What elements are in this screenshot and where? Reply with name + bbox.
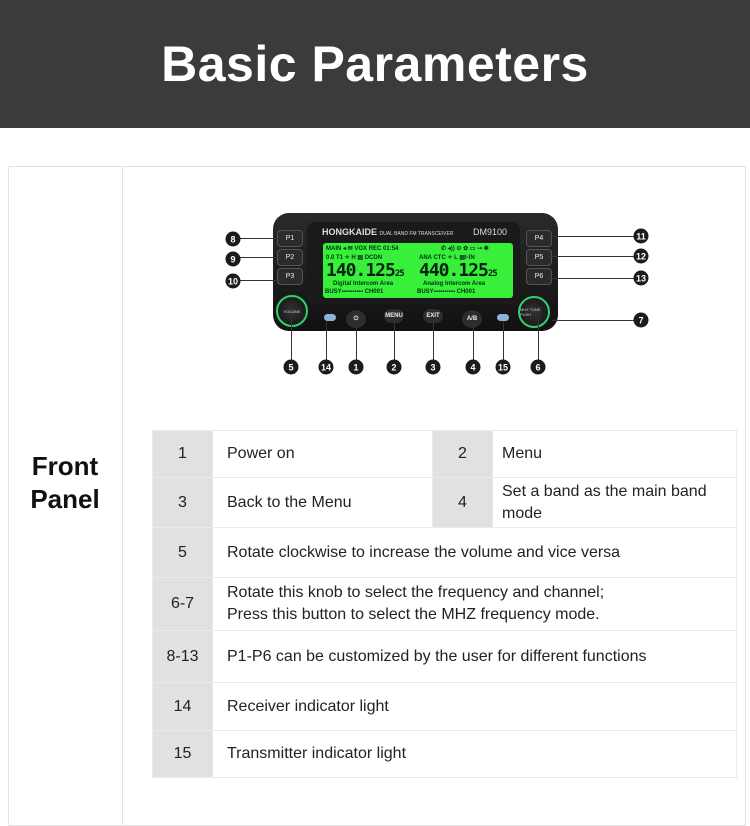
section-label-line2: Panel xyxy=(30,484,100,514)
lcd-sub-right: ANA CTC ✧ L ▤I-IN xyxy=(419,255,475,261)
callout-14: 14 xyxy=(318,359,334,375)
callout-line xyxy=(291,315,292,360)
callout-5: 5 xyxy=(283,359,299,375)
lcd-status-left: MAIN ◂ ✉ VOX REC 01:54 xyxy=(326,246,399,252)
callout-line xyxy=(394,322,395,360)
description-line-2: Press this button to select the MHZ freq… xyxy=(227,606,600,623)
callout-2: 2 xyxy=(386,359,402,375)
model-label: DM9100 xyxy=(473,227,508,237)
table-row: 6-7 Rotate this knob to select the frequ… xyxy=(152,577,737,631)
table-row: 14 Receiver indicator light xyxy=(152,682,737,731)
item-description: Rotate this knob to select the frequency… xyxy=(212,577,737,631)
transmitter-indicator-light xyxy=(497,314,509,321)
callout-line xyxy=(538,315,539,360)
receiver-indicator-light xyxy=(324,314,336,321)
callout-line xyxy=(356,325,357,360)
table-row: 1 Power on 2 Menu xyxy=(152,430,737,478)
callout-15: 15 xyxy=(495,359,511,375)
column-divider xyxy=(122,166,123,826)
callout-12: 12 xyxy=(633,248,649,264)
callout-9: 9 xyxy=(225,251,241,267)
p5-button[interactable]: P5 xyxy=(526,249,552,266)
item-number: 2 xyxy=(432,430,493,478)
callout-13: 13 xyxy=(633,270,649,286)
item-description: Menu xyxy=(492,430,737,478)
item-number: 3 xyxy=(152,477,213,528)
item-number: 8-13 xyxy=(152,630,213,683)
lcd-busy-left: BUSY▪▪▪▪▪▪▪▪▪▪ CH001 xyxy=(325,289,384,295)
lcd-freq-right: 440.12525 xyxy=(419,260,498,281)
item-description: Receiver indicator light xyxy=(212,682,737,731)
item-number: 1 xyxy=(152,430,213,478)
p1-button[interactable]: P1 xyxy=(277,230,303,247)
callout-line xyxy=(326,321,327,360)
callout-line xyxy=(240,257,280,258)
table-row: 5 Rotate clockwise to increase the volum… xyxy=(152,527,737,578)
section-label-line1: Front xyxy=(31,451,99,481)
description-line-1: Rotate this knob to select the frequency… xyxy=(227,584,605,601)
section-label: Front Panel xyxy=(8,450,122,516)
callout-1: 1 xyxy=(348,359,364,375)
table-row: 15 Transmitter indicator light xyxy=(152,730,737,778)
callout-4: 4 xyxy=(465,359,481,375)
item-number: 14 xyxy=(152,682,213,731)
table-row: 8-13 P1-P6 can be customized by the user… xyxy=(152,630,737,683)
callout-6: 6 xyxy=(530,359,546,375)
table-row: 3 Back to the Menu 4 Set a band as the m… xyxy=(152,477,737,528)
callout-line xyxy=(552,320,634,321)
callout-10: 10 xyxy=(225,273,241,289)
callout-line xyxy=(240,238,280,239)
volume-knob[interactable]: VOLUME xyxy=(276,295,308,327)
item-description: Back to the Menu xyxy=(212,477,433,528)
lcd-display: MAIN ◂ ✉ VOX REC 01:54 ✆ ◂)) ⊙ ✿ ▭ ⊸ ✱ 0… xyxy=(323,243,513,298)
brand-logo: HONGKAIDE DUAL BAND FM TRANSCEIVER xyxy=(322,227,454,237)
ab-button[interactable]: A/B xyxy=(461,309,483,329)
page-title: Basic Parameters xyxy=(161,36,589,92)
lcd-area-left: Digital Intercom Area xyxy=(333,281,394,287)
callout-line xyxy=(473,325,474,360)
exit-button[interactable]: EXIT xyxy=(422,308,444,324)
parameters-table: 1 Power on 2 Menu 3 Back to the Menu 4 S… xyxy=(152,430,737,778)
item-number: 5 xyxy=(152,527,213,578)
p4-button[interactable]: P4 xyxy=(526,230,552,247)
item-description: Set a band as the main band mode xyxy=(492,477,737,528)
tune-knob[interactable]: MHZ TUNE PUSH xyxy=(518,296,550,328)
item-description: Power on xyxy=(212,430,433,478)
callout-line xyxy=(548,256,634,257)
callout-line xyxy=(548,278,634,279)
item-number: 15 xyxy=(152,730,213,778)
callout-8: 8 xyxy=(225,231,241,247)
item-description: Rotate clockwise to increase the volume … xyxy=(212,527,737,578)
lcd-area-right: Analog Intercom Area xyxy=(423,281,486,287)
lcd-busy-right: BUSY▪▪▪▪▪▪▪▪▪▪ CH001 xyxy=(417,289,476,295)
item-description: Transmitter indicator light xyxy=(212,730,737,778)
item-number: 4 xyxy=(432,477,493,528)
power-button[interactable]: ⏻ xyxy=(345,309,367,329)
p2-button[interactable]: P2 xyxy=(277,249,303,266)
lcd-freq-left: 140.12525 xyxy=(326,260,405,281)
header-banner: Basic Parameters xyxy=(0,0,750,128)
callout-line xyxy=(548,236,634,237)
callout-11: 11 xyxy=(633,228,649,244)
p6-button[interactable]: P6 xyxy=(526,268,552,285)
item-number: 6-7 xyxy=(152,577,213,631)
callout-3: 3 xyxy=(425,359,441,375)
callout-line xyxy=(240,280,280,281)
callout-7: 7 xyxy=(633,312,649,328)
p3-button[interactable]: P3 xyxy=(277,268,303,285)
lcd-status-right: ✆ ◂)) ⊙ ✿ ▭ ⊸ ✱ xyxy=(441,246,489,252)
callout-line xyxy=(433,322,434,360)
lcd-sub-left: 0.0 T1 ✧ H ▤ DCDN xyxy=(326,255,383,261)
callout-line xyxy=(503,321,504,360)
item-description: P1-P6 can be customized by the user for … xyxy=(212,630,737,683)
